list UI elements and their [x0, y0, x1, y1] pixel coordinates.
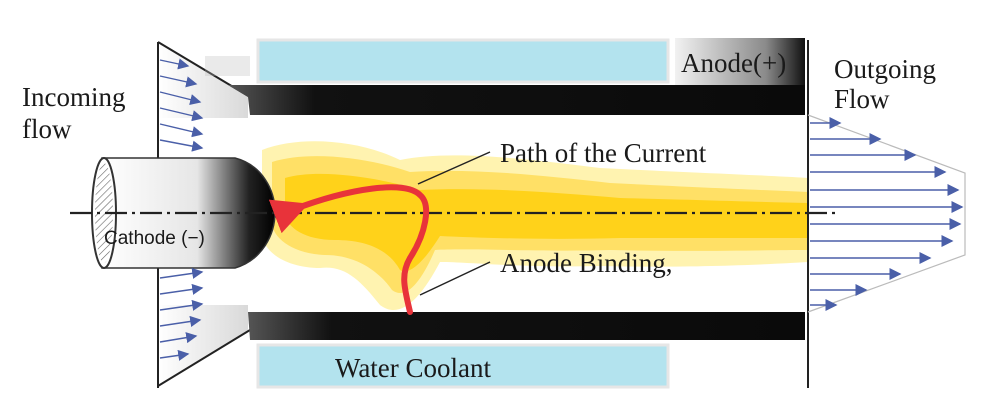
path-of-current-label: Path of the Current — [500, 138, 707, 168]
leader-path-current — [417, 151, 491, 185]
anode-wall-bottom — [248, 312, 805, 340]
outgoing-flow-label-line2: Flow — [834, 84, 890, 114]
outlet-profile — [807, 114, 966, 313]
outgoing-flow-arrows — [810, 117, 964, 311]
funnel-edge-bottom — [157, 329, 251, 387]
cathode-label: Cathode (−) — [104, 228, 205, 249]
coolant-channel-top — [256, 38, 670, 84]
anode-wall-top — [228, 85, 805, 115]
anode-label: Anode(+) — [681, 48, 786, 78]
water-coolant-label: Water Coolant — [335, 353, 492, 383]
incoming-flow-arrows-bottom — [159, 267, 204, 361]
incoming-flow-arrows-top — [159, 58, 204, 152]
incoming-flow-label-line1: Incoming — [22, 82, 125, 112]
incoming-flow-label-line2: flow — [22, 114, 72, 144]
inlet-funnel-top — [158, 42, 248, 118]
current-path-arrow — [268, 184, 430, 315]
outgoing-flow-label-line1: Outgoing — [834, 54, 936, 84]
coolant-channel-bottom — [256, 343, 670, 389]
leader-anode-binding — [419, 261, 491, 296]
anode-binding-label: Anode Binding, — [500, 248, 673, 278]
inlet-funnel-bottom — [158, 305, 248, 385]
